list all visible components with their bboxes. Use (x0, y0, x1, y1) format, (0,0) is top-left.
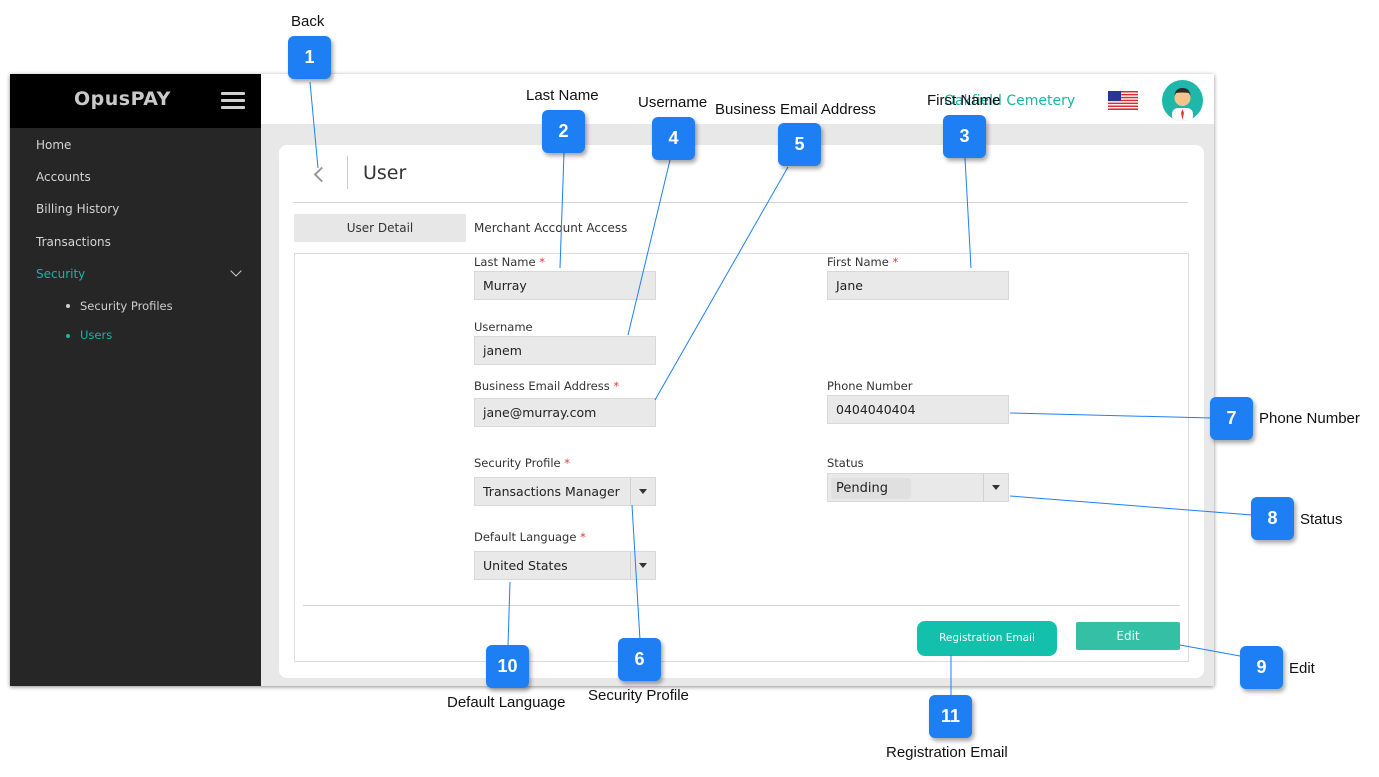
language-select[interactable]: United States (474, 551, 656, 580)
bullet-icon (66, 304, 70, 308)
status-chip: Pending (831, 478, 911, 499)
title-divider (293, 202, 1188, 203)
user-avatar[interactable] (1162, 80, 1203, 121)
callout-label-last-name: Last Name (526, 87, 599, 104)
organization-name: Oakfield Cemetery (944, 93, 1076, 109)
brand-logo: OpusPAY (74, 88, 171, 110)
language-label: Default Language * (474, 530, 586, 544)
sidebar-item-accounts[interactable]: Accounts (36, 170, 91, 184)
status-select[interactable]: Pending (827, 473, 1009, 502)
last-name-label: Last Name * (474, 255, 545, 269)
tab-merchant-account-access[interactable]: Merchant Account Access (474, 221, 628, 235)
chevron-down-icon[interactable] (230, 265, 242, 277)
dropdown-arrow-icon[interactable] (983, 474, 1008, 501)
callout-label-username: Username (638, 94, 708, 111)
callout-badge-10: 10 (486, 645, 529, 688)
dropdown-arrow-icon[interactable] (630, 552, 655, 579)
callout-badge-3: 3 (943, 115, 986, 158)
sidebar-item-billing-history[interactable]: Billing History (36, 202, 120, 216)
edit-button[interactable]: Edit (1076, 622, 1180, 650)
app-window: OpusPAY Home Accounts Billing History Tr… (10, 74, 1214, 686)
callout-badge-4: 4 (652, 117, 695, 160)
callout-label-back: Back (291, 13, 325, 30)
language-value: United States (483, 558, 568, 573)
back-chevron-icon[interactable] (313, 166, 330, 183)
callout-label-registration-email: Registration Email (886, 744, 1008, 761)
callout-label-status: Status (1300, 511, 1343, 528)
callout-badge-6: 6 (618, 638, 661, 681)
sidebar-item-security[interactable]: Security (36, 267, 86, 281)
us-flag-icon[interactable] (1108, 91, 1138, 110)
last-name-input[interactable]: Murray (474, 271, 656, 300)
callout-badge-5: 5 (778, 123, 821, 166)
dropdown-arrow-icon[interactable] (630, 478, 655, 505)
sidebar-subitem-security-profiles[interactable]: Security Profiles (80, 299, 173, 313)
security-profile-value: Transactions Manager (483, 484, 620, 499)
callout-label-phone-number: Phone Number (1259, 410, 1360, 427)
page-title: User (363, 162, 407, 184)
form-divider (303, 605, 1180, 606)
first-name-input[interactable]: Jane (827, 271, 1009, 300)
callout-label-security-profile: Security Profile (588, 687, 689, 704)
username-input[interactable]: janem (474, 336, 656, 365)
sidebar-item-home[interactable]: Home (36, 138, 72, 152)
sidebar: OpusPAY Home Accounts Billing History Tr… (10, 74, 261, 686)
brand-bar: OpusPAY (10, 74, 261, 128)
registration-email-button[interactable]: Registration Email (917, 621, 1057, 656)
user-form: Last Name * Murray First Name * Jane Use… (294, 253, 1189, 662)
user-card: User User Detail Merchant Account Access… (279, 145, 1204, 678)
sidebar-item-transactions[interactable]: Transactions (36, 235, 111, 249)
callout-label-edit: Edit (1289, 660, 1315, 677)
title-separator (347, 156, 348, 189)
email-label: Business Email Address * (474, 379, 620, 393)
callout-label-first-name: First Name (927, 92, 1001, 109)
callout-badge-2: 2 (542, 110, 585, 153)
callout-badge-8: 8 (1251, 497, 1294, 540)
status-label: Status (827, 456, 864, 470)
top-bar: Oakfield Cemetery (261, 74, 1214, 124)
username-label: Username (474, 320, 533, 334)
callout-badge-7: 7 (1210, 397, 1253, 440)
sidebar-subitem-users[interactable]: Users (80, 328, 113, 342)
bullet-icon (66, 334, 70, 338)
hamburger-menu-icon[interactable] (221, 92, 245, 110)
callout-badge-1: 1 (288, 36, 331, 79)
callout-badge-11: 11 (929, 695, 972, 738)
tab-user-detail[interactable]: User Detail (294, 214, 466, 242)
first-name-label: First Name * (827, 255, 899, 269)
security-profile-select[interactable]: Transactions Manager (474, 477, 656, 506)
callout-badge-9: 9 (1240, 646, 1283, 689)
callout-label-business-email: Business Email Address (715, 101, 876, 118)
email-input[interactable]: jane@murray.com (474, 398, 656, 427)
phone-label: Phone Number (827, 379, 913, 393)
callout-label-default-language: Default Language (447, 694, 566, 711)
phone-input[interactable]: 0404040404 (827, 395, 1009, 424)
security-profile-label: Security Profile * (474, 456, 571, 470)
